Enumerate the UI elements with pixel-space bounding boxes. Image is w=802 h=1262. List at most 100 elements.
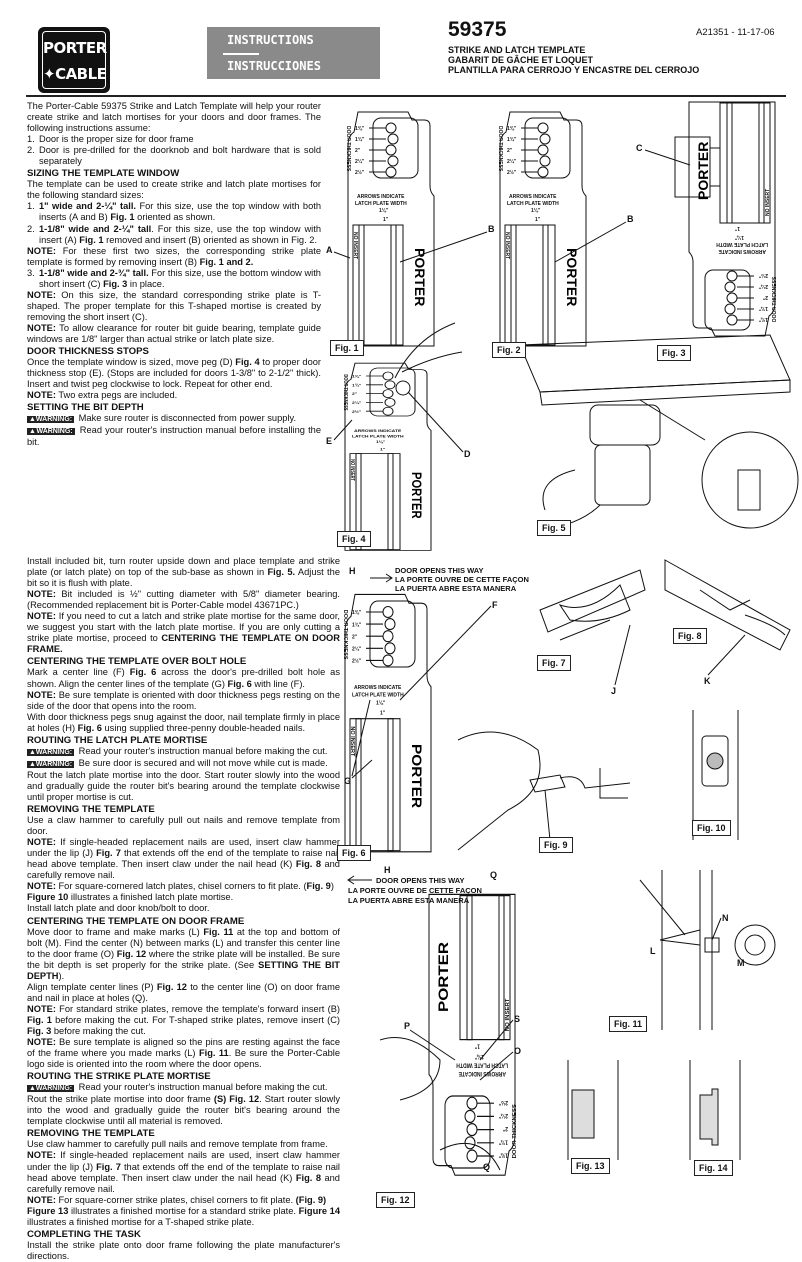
caption-fig-9: Fig. 9 (539, 837, 573, 853)
fig13-frame-drawing (567, 1060, 619, 1160)
template-lettering: DOOR THICKNESS (345, 126, 351, 172)
bold-text: CENTERING THE TEMPLATE ON DOOR FRAME. (27, 633, 341, 655)
template-lettering: NO INSERT (504, 232, 510, 259)
bold-text: NOTE: (27, 611, 56, 622)
label-h-top: H (349, 566, 356, 576)
label-s: S (514, 1014, 520, 1024)
template-outline (349, 453, 401, 551)
template-lettering: 2½" (352, 408, 361, 413)
template-outline (352, 224, 404, 346)
door-opens-notice-fig12: DOOR OPENS THIS WAY LA PORTE OUVRE DE CE… (348, 876, 482, 905)
bold-text: Fig. 3 (103, 278, 128, 289)
instructions-column-narrow: The Porter-Cable 59375 Strike and Latch … (27, 101, 321, 448)
text-run: If single-headed replacement nails are u… (27, 1150, 340, 1172)
text-run: ) (330, 881, 334, 892)
section-heading: ROUTING THE STRIKE PLATE MORTISE (27, 1071, 340, 1082)
template-lettering: 1⅛" (531, 208, 541, 214)
label-m: M (737, 958, 745, 968)
svg-text:LA PUERTA ABRE ESTA MANERA: LA PUERTA ABRE ESTA MANERA (395, 584, 517, 593)
bold-text: SETTING THE BIT DEPTH (27, 959, 340, 981)
label-q-top: Q (490, 870, 497, 880)
template-lettering: 2½" (507, 169, 517, 176)
template-lettering: 1⅜" (352, 610, 362, 616)
caption-fig-3: Fig. 3 (657, 345, 691, 361)
text-run: REMOVING THE TEMPLATE (27, 804, 155, 816)
list-item: 2.Door is pre-drilled for the doorknob a… (27, 145, 321, 167)
fig4-peg (395, 380, 411, 396)
paragraph: Figure 10 illustrates a finished latch p… (27, 892, 340, 903)
text-run: For these first two sizes, the correspon… (27, 245, 321, 267)
bold-text: Figure 13 (27, 1205, 69, 1216)
bold-text: NOTE: (27, 881, 56, 892)
bold-text: NOTE: (27, 322, 56, 333)
template-outline (466, 1122, 478, 1137)
text-run: On this size, the standard corresponding… (27, 289, 321, 322)
template-outline (498, 894, 505, 1041)
text-run: Rout the strike plate mortise into door … (27, 1094, 214, 1105)
paragraph: NOTE: Two extra pegs are included. (27, 390, 321, 401)
template-outline (524, 117, 571, 179)
paragraph: NOTE: For square-cornered latch plates, … (27, 881, 340, 892)
fig11-door-frame-drawing (639, 870, 776, 1030)
template-lettering: 1¾" (498, 1138, 508, 1146)
warning-badge: ▲WARNING: (27, 748, 75, 756)
text-run: Move door to frame and make marks (L) (27, 926, 204, 937)
banner-divider (223, 53, 259, 55)
template-lettering: 1⅜" (758, 316, 768, 322)
bold-text: Fig. 1 (110, 212, 135, 223)
template-outline (726, 314, 738, 326)
template-lettering: ARROWS INDICATE (458, 1070, 506, 1077)
template-outline (726, 270, 738, 282)
section-heading: CENTERING THE TEMPLATE ON DOOR FRAME (27, 916, 340, 927)
bold-text: (Fig. 9) (295, 1194, 327, 1205)
template-outline (387, 155, 399, 167)
bold-text: NOTE: (27, 837, 56, 848)
section-heading: ROUTING THE LATCH PLATE MORTISE (27, 735, 340, 746)
template-outline (355, 453, 362, 551)
list-text: Door is pre-drilled for the doorknob and… (39, 145, 321, 167)
template-lettering: NO INSERT (505, 998, 510, 1031)
template-outline (344, 362, 432, 551)
template-lettering: ARROWS INDICATE (354, 685, 402, 691)
template-lettering: NO INSERT (350, 459, 356, 481)
section-heading: DOOR THICKNESS STOPS (27, 346, 321, 357)
text-run: before making the cut. For T-shaped stri… (51, 1014, 340, 1025)
text-run: in place. (127, 278, 165, 289)
template-lettering: 2¼" (352, 645, 362, 652)
caption-fig-1: Fig. 1 (330, 340, 364, 356)
template-outline (390, 224, 397, 346)
template-outline (372, 117, 419, 179)
bold-text: Figure 14 (298, 1205, 340, 1216)
template-lettering: LATCH PLATE WIDTH (456, 1061, 508, 1068)
paragraph: Rout the latch plate mortise into the do… (27, 770, 340, 803)
label-h-bottom: H (384, 865, 391, 875)
text-run: Read your router's instruction manual be… (76, 745, 328, 756)
paragraph: ▲WARNING: Make sure router is disconnect… (27, 413, 321, 425)
template-outline (428, 893, 516, 1176)
paragraph: Install latch plate and door knob/bolt t… (27, 903, 340, 914)
paragraph: NOTE: For these first two sizes, the cor… (27, 246, 321, 268)
template-outline (726, 292, 738, 304)
paragraph: NOTE: To allow clearance for router bit … (27, 323, 321, 345)
caption-fig-7: Fig. 7 (537, 655, 571, 671)
caption-fig-11: Fig. 11 (609, 1016, 648, 1032)
fig6-hand (457, 731, 541, 851)
template-outline (384, 380, 396, 390)
template-lettering: ARROWS INDICATE (509, 194, 557, 200)
bold-text: Fig. 11 (198, 1048, 229, 1059)
caption-fig-5: Fig. 5 (537, 520, 571, 536)
banner-english: INSTRUCTIONS (227, 33, 314, 47)
template-outline (369, 600, 416, 668)
template-lettering: DOOR THICKNESS (342, 610, 348, 660)
text-run: The Porter-Cable 59375 Strike and Latch … (27, 101, 321, 134)
text-run: at the top and bottom of bolt (M). Find … (27, 926, 340, 959)
text-run: oriented as shown. (134, 212, 216, 223)
list-item: 1.Door is the proper size for door frame (27, 134, 321, 145)
text-run: and carefully remove nail. (27, 859, 340, 881)
template-outline (726, 102, 733, 224)
template-outline (384, 642, 396, 655)
fig12-hands (379, 1037, 501, 1171)
caption-fig-12: Fig. 12 (376, 1192, 415, 1208)
text-run: to proper door thickness stop (E). (Stop… (27, 357, 322, 390)
section-heading: COMPLETING THE TASK (27, 1229, 340, 1240)
